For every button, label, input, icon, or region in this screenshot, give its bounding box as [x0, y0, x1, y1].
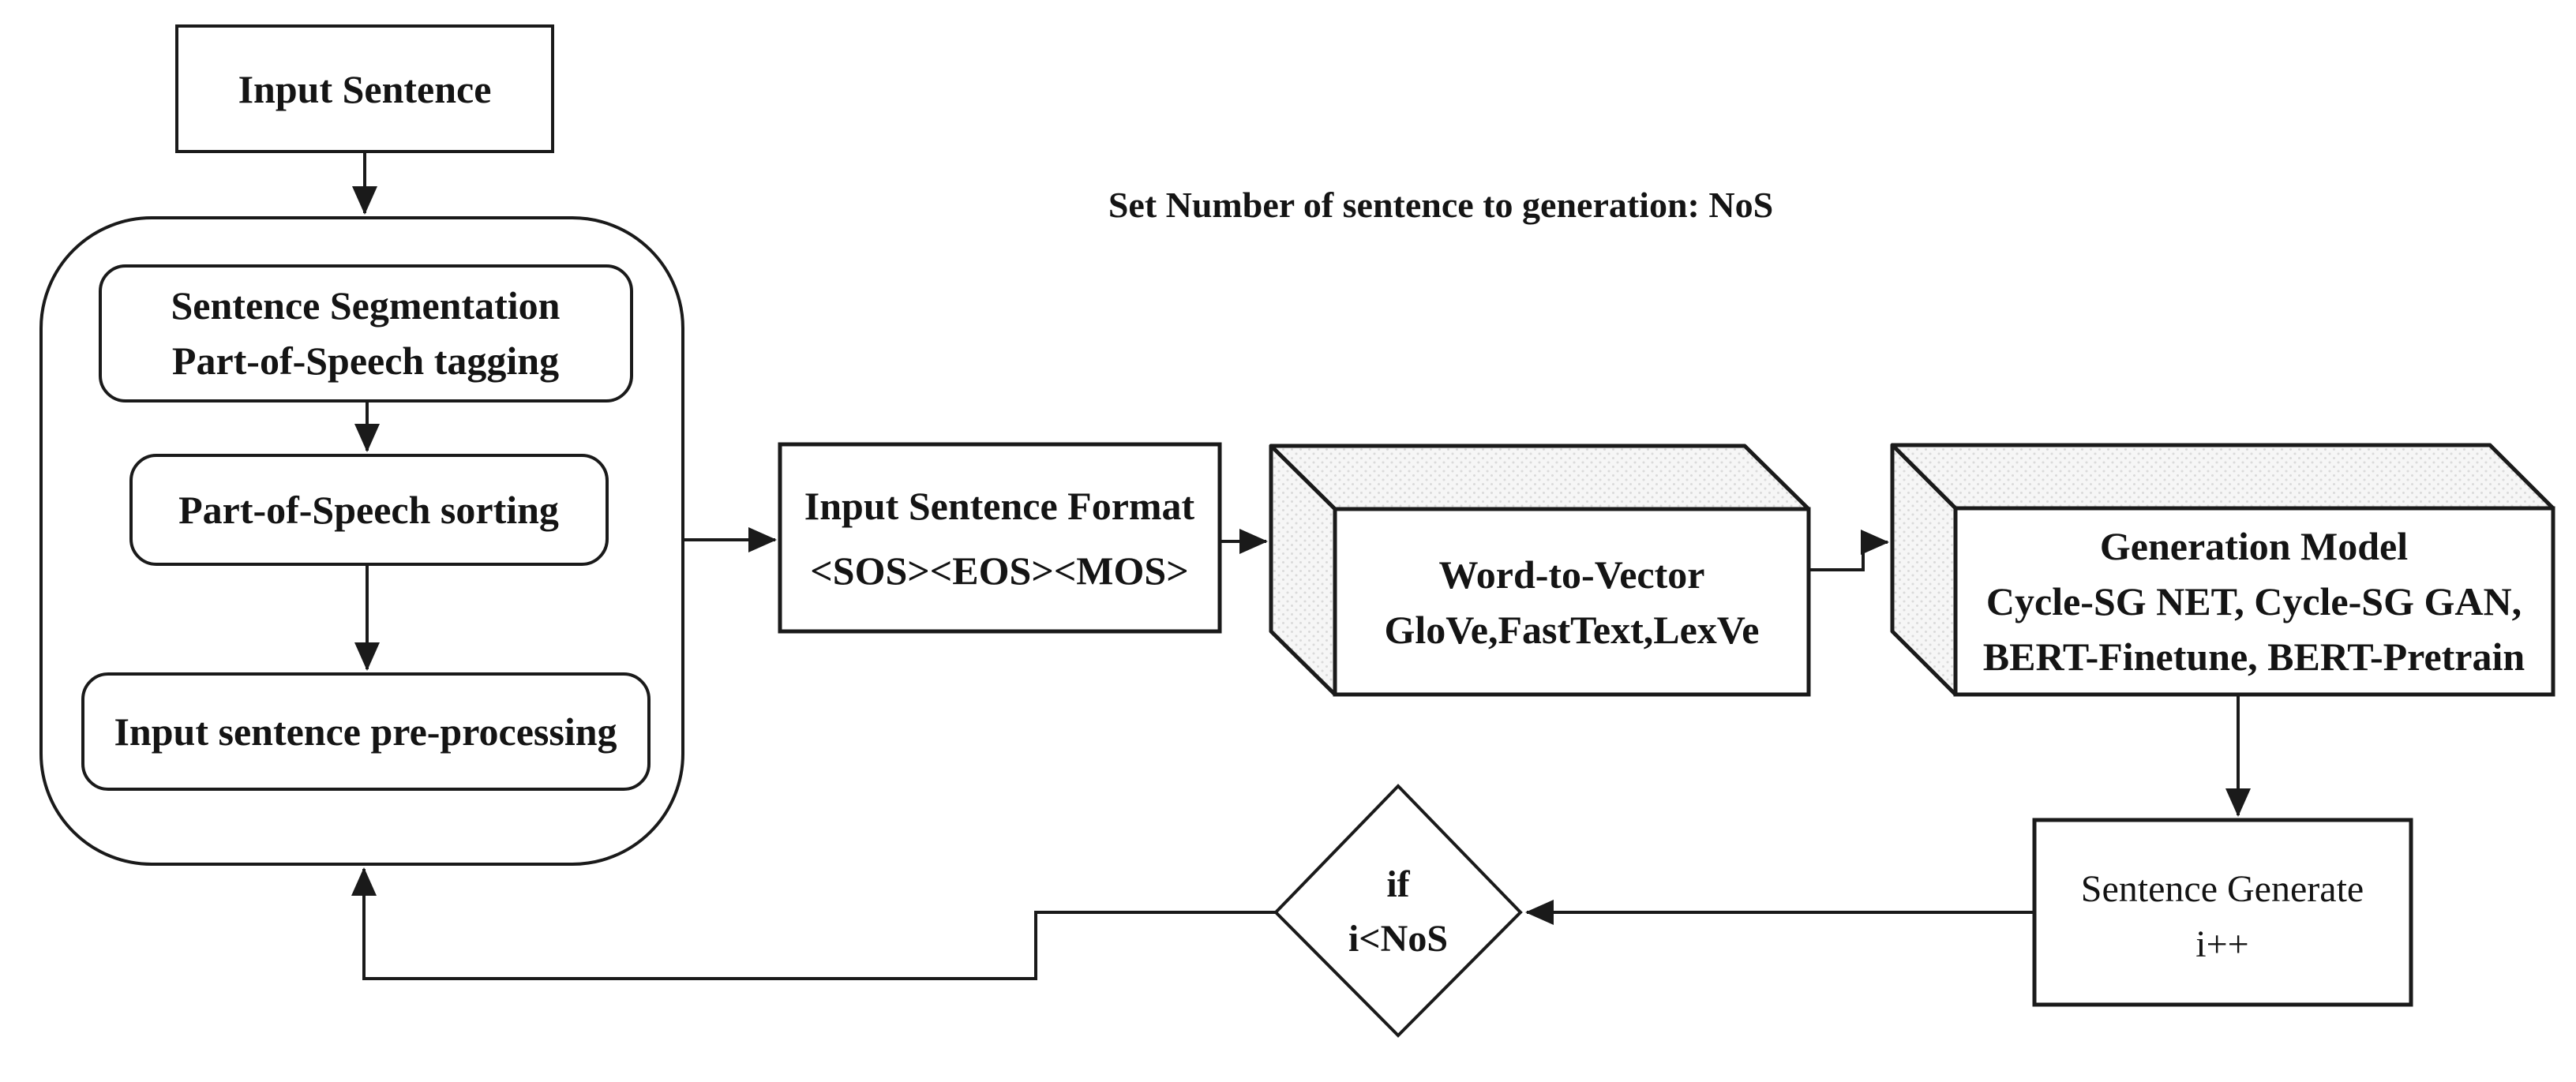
model-front-face: [1953, 506, 2555, 697]
model-label-line2: Cycle-SG NET, Cycle-SG GAN,: [1986, 579, 2522, 623]
segmentation-label-line2: Part-of-Speech tagging: [172, 339, 559, 383]
preprocessing-label: Input sentence pre-processing: [114, 709, 617, 754]
node-preprocessing-container: Sentence Segmentation Part-of-Speech tag…: [39, 216, 684, 866]
input-sentence-box: [175, 24, 554, 153]
node-input-sentence: Input Sentence: [175, 24, 554, 153]
arrow-w2v-to-model: [1809, 530, 1889, 571]
decision-label-line1: if: [1386, 863, 1410, 905]
sentence-generate-label-line1: Sentence Generate: [2081, 868, 2364, 910]
arrow-feedback-loop: [351, 867, 1276, 980]
input-sentence-label: Input Sentence: [238, 67, 492, 111]
w2v-front-face: [1333, 507, 1811, 697]
w2v-label-line2: GloVe,FastText,LexVe: [1385, 608, 1760, 652]
decision-diamond: [1273, 784, 1523, 1038]
model-label-line1: Generation Model: [2100, 524, 2408, 568]
node-word-to-vector: Word-to-Vector GloVe,FastText,LexVe: [1269, 444, 1811, 697]
sentence-generate-label-line2: i++: [2195, 923, 2248, 965]
node-generation-model: Generation Model Cycle-SG NET, Cycle-SG …: [1890, 443, 2555, 697]
segmentation-tagging-box: [99, 264, 633, 402]
w2v-top-face: [1269, 444, 1811, 511]
decision-label-line2: i<NoS: [1348, 918, 1448, 960]
node-input-sentence-format: Input Sentence Format <SOS><EOS><MOS>: [778, 442, 1222, 634]
input-format-label-line2: <SOS><EOS><MOS>: [810, 548, 1188, 593]
pos-sorting-label: Part-of-Speech sorting: [178, 488, 559, 532]
note-set-number-of-sentences: Set Number of sentence to generation: No…: [1108, 185, 1773, 225]
segmentation-label-line1: Sentence Segmentation: [171, 283, 561, 328]
sentence-generate-box: [2032, 818, 2413, 1007]
model-top-face: [1890, 443, 2555, 511]
input-format-box: [778, 442, 1222, 634]
node-sentence-generate: Sentence Generate i++: [2032, 818, 2413, 1007]
input-format-label-line1: Input Sentence Format: [804, 484, 1195, 528]
preprocessing-box: [81, 672, 651, 791]
w2v-label-line1: Word-to-Vector: [1439, 552, 1705, 597]
node-decision: if i<NoS: [1273, 784, 1523, 1038]
pos-sorting-box: [129, 454, 609, 566]
model-label-line3: BERT-Finetune, BERT-Pretrain: [1983, 635, 2525, 679]
